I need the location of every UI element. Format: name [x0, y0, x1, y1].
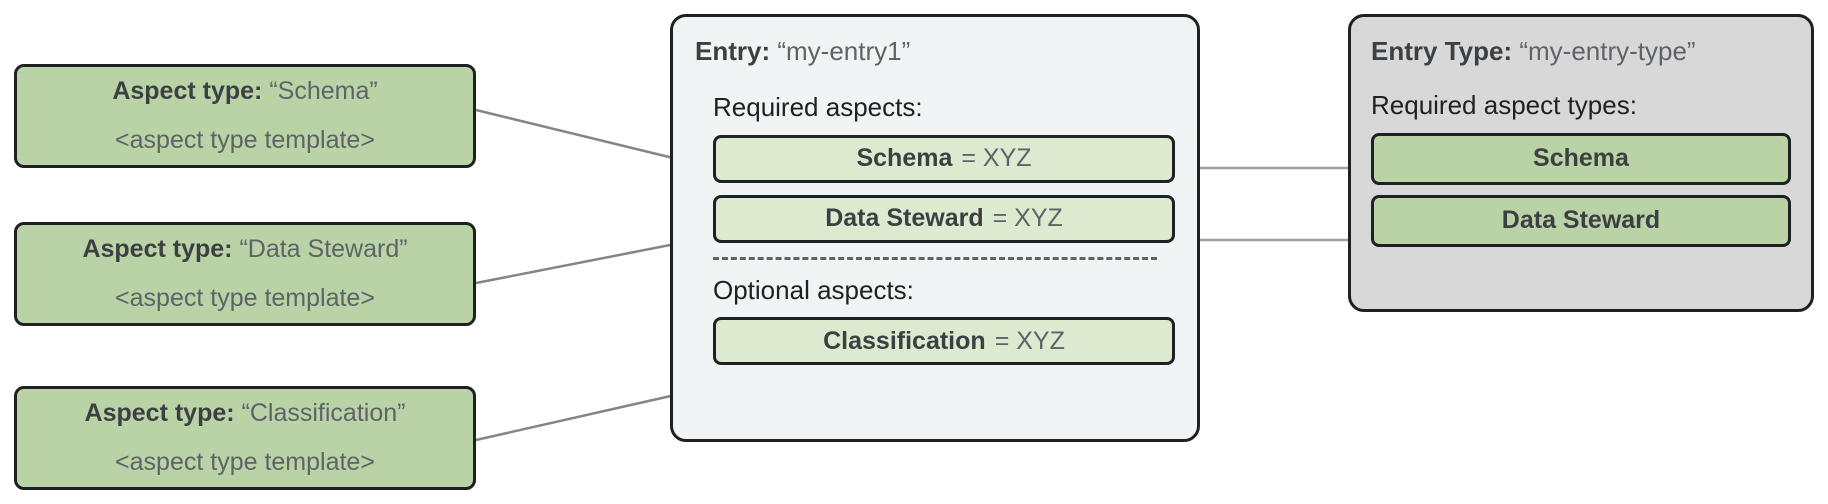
entry-type-title: Entry Type: “my-entry-type”	[1371, 35, 1791, 69]
aspect-type-label: Aspect type:	[84, 398, 235, 427]
required-optional-divider	[713, 256, 1157, 260]
aspect-type-title: Aspect type: “Classification”	[85, 398, 406, 429]
aspect-type-template: <aspect type template>	[115, 284, 375, 312]
required-aspect-chip-schema[interactable]: Schema = XYZ	[713, 134, 1175, 183]
required-aspects-heading: Required aspects:	[713, 91, 923, 122]
entry-type-name: “my-entry-type”	[1519, 36, 1696, 66]
aspect-chip-name: Schema	[856, 144, 953, 173]
aspect-type-card-data-steward[interactable]: Aspect type: “Data Steward” <aspect type…	[14, 222, 476, 326]
entry-name: “my-entry1”	[777, 36, 911, 66]
aspect-type-name: “Classification”	[241, 398, 406, 427]
aspect-type-label: Aspect type:	[82, 234, 233, 263]
aspect-type-card-classification[interactable]: Aspect type: “Classification” <aspect ty…	[14, 386, 476, 490]
entry-type-label: Entry Type:	[1371, 36, 1513, 66]
aspect-type-name: “Data Steward”	[239, 234, 408, 263]
optional-aspect-chip-classification[interactable]: Classification = XYZ	[713, 317, 1175, 366]
aspect-chip-value: = XYZ	[992, 204, 1063, 233]
entry-title: Entry: “my-entry1”	[695, 35, 1175, 69]
aspect-type-name: “Schema”	[269, 76, 378, 105]
aspect-chip-name: Data Steward	[825, 204, 984, 233]
entry-type-panel[interactable]: Entry Type: “my-entry-type” Required asp…	[1348, 14, 1814, 312]
aspect-type-title: Aspect type: “Schema”	[112, 76, 377, 107]
required-aspect-types-heading: Required aspect types:	[1371, 89, 1637, 120]
required-aspect-type-chip-data-steward[interactable]: Data Steward	[1371, 194, 1791, 247]
entry-label: Entry:	[695, 36, 771, 66]
aspect-chip-name: Classification	[823, 326, 986, 355]
optional-aspects-heading: Optional aspects:	[713, 274, 914, 305]
required-aspect-type-chip-schema[interactable]: Schema	[1371, 132, 1791, 185]
aspect-type-chip-name: Schema	[1533, 144, 1629, 173]
aspect-type-card-schema[interactable]: Aspect type: “Schema” <aspect type templ…	[14, 64, 476, 168]
aspect-type-chip-name: Data Steward	[1501, 206, 1661, 235]
aspect-type-template: <aspect type template>	[115, 126, 375, 154]
aspect-type-title: Aspect type: “Data Steward”	[82, 234, 407, 265]
entry-panel[interactable]: Entry: “my-entry1” Required aspects: Sch…	[670, 14, 1200, 442]
aspect-chip-value: = XYZ	[994, 326, 1065, 355]
aspect-chip-value: = XYZ	[961, 144, 1032, 173]
aspect-type-label: Aspect type:	[112, 76, 263, 105]
required-aspect-chip-data-steward[interactable]: Data Steward = XYZ	[713, 194, 1175, 243]
aspect-type-template: <aspect type template>	[115, 448, 375, 476]
